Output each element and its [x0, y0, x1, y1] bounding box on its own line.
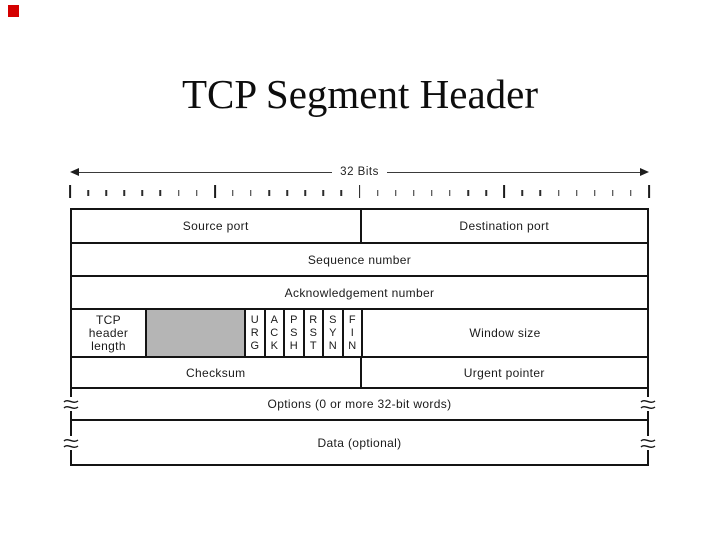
- major-bit-tick: [213, 185, 216, 198]
- minor-bit-tick: [304, 190, 306, 196]
- field-data: Data (optional): [317, 435, 402, 450]
- break-mark-icon: [62, 435, 80, 450]
- minor-bit-tick: [87, 190, 89, 196]
- major-bit-tick: [69, 185, 71, 198]
- minor-bit-tick: [485, 190, 487, 196]
- minor-bit-tick: [612, 190, 614, 196]
- bit-ruler: [69, 185, 650, 198]
- minor-bit-tick: [177, 190, 180, 196]
- minor-bit-tick: [322, 190, 325, 196]
- arrowhead-left-icon: [70, 168, 79, 176]
- field-destination-port: Destination port: [359, 210, 648, 242]
- minor-bit-tick: [376, 190, 379, 196]
- minor-bit-tick: [467, 190, 469, 196]
- break-mark-icon: [639, 435, 657, 450]
- arrow-line: [386, 171, 641, 173]
- row-ports: Source port Destination port: [72, 210, 647, 242]
- field-acknowledgement-number: Acknowledgement number: [284, 285, 435, 300]
- arrow-line: [79, 171, 333, 173]
- flag-cell-urg: U R G: [244, 310, 264, 356]
- row-acknowledgement-number: Acknowledgement number: [72, 275, 647, 308]
- field-checksum: Checksum: [186, 365, 246, 380]
- flag-cell-syn: S Y N: [322, 310, 342, 356]
- row-sequence-number: Sequence number: [72, 242, 647, 275]
- field-window-size: Window size: [361, 310, 647, 356]
- bits-width-indicator: 32 Bits: [70, 165, 650, 179]
- row-data: Data (optional): [62, 419, 657, 464]
- minor-bit-tick: [286, 190, 288, 196]
- minor-bit-tick: [449, 190, 451, 196]
- minor-bit-tick: [195, 190, 198, 196]
- header-table: Source port Destination port Sequence nu…: [62, 208, 657, 466]
- flag-cell-psh: P S H: [283, 310, 303, 356]
- field-tcp-header-length: TCP header length: [88, 312, 129, 353]
- minor-bit-tick: [394, 190, 397, 196]
- minor-bit-tick: [268, 190, 270, 196]
- minor-bit-tick: [250, 190, 252, 196]
- minor-bit-tick: [630, 190, 632, 196]
- corner-marker: [8, 5, 19, 17]
- minor-bit-tick: [159, 190, 162, 196]
- flag-cell-fin: F I N: [341, 310, 362, 356]
- break-mark-icon: [639, 397, 657, 411]
- minor-bit-tick: [340, 190, 343, 196]
- minor-bit-tick: [431, 190, 433, 196]
- minor-bit-tick: [557, 190, 560, 196]
- field-sequence-number: Sequence number: [307, 252, 412, 267]
- field-urgent-pointer: Urgent pointer: [359, 358, 648, 387]
- major-bit-tick: [648, 185, 650, 198]
- minor-bit-tick: [105, 190, 107, 196]
- field-options: Options (0 or more 32-bit words): [267, 397, 452, 411]
- minor-bit-tick: [539, 190, 542, 196]
- flag-cell-ack: A C K: [263, 310, 284, 356]
- tcp-segment-header-diagram: 32 Bits Source port Destination port Seq…: [62, 165, 657, 466]
- minor-bit-tick: [141, 190, 144, 196]
- bits-label: 32 Bits: [340, 166, 379, 178]
- minor-bit-tick: [575, 190, 578, 196]
- row-checksum: Checksum Urgent pointer: [72, 356, 647, 387]
- row-options: Options (0 or more 32-bit words): [62, 387, 657, 419]
- major-bit-tick: [503, 185, 506, 198]
- reserved-field: [145, 310, 244, 356]
- minor-bit-tick: [123, 190, 126, 196]
- minor-bit-tick: [593, 190, 596, 196]
- minor-bit-tick: [232, 190, 234, 196]
- field-source-port: Source port: [182, 219, 249, 233]
- slide-title: TCP Segment Header: [181, 71, 538, 117]
- arrowhead-right-icon: [640, 168, 650, 176]
- flag-cell-rst: R S T: [302, 310, 323, 356]
- major-bit-tick: [358, 185, 361, 198]
- minor-bit-tick: [521, 190, 524, 196]
- minor-bit-tick: [413, 190, 415, 196]
- break-mark-icon: [62, 397, 80, 411]
